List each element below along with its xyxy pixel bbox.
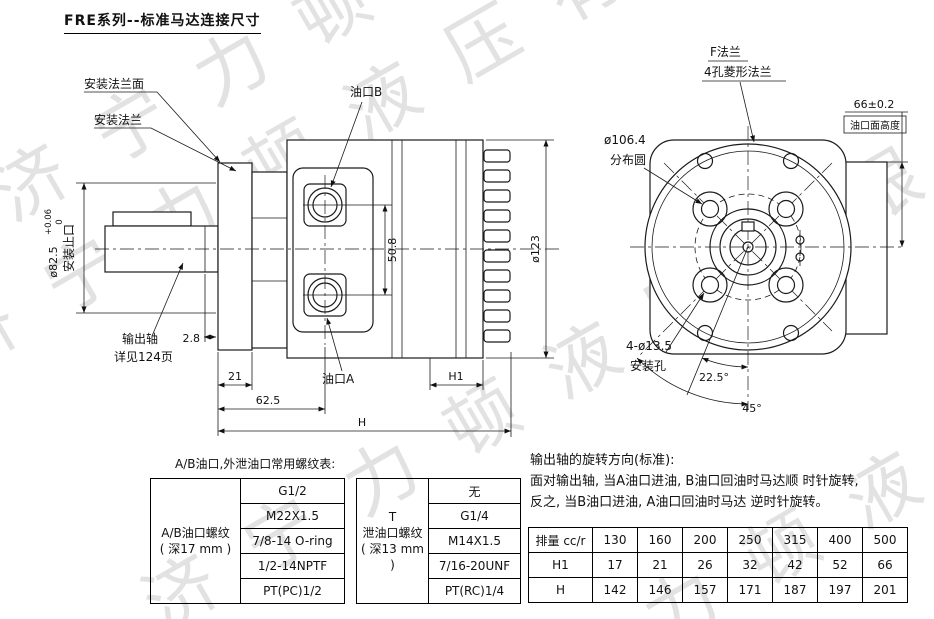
t-port-thread-table: T 泄油口螺纹 ( 深13 mm ) 无 G1/4 M14X1.5 7/16-2… <box>356 478 521 604</box>
port-a-label: 油口A <box>322 372 355 386</box>
t-thread-name-line1: T <box>388 510 397 524</box>
mounting-holes-name-label: 安装孔 <box>630 358 666 373</box>
dim-82-5-tol-zero: 0 <box>55 219 65 224</box>
t-thread-option: 无 <box>428 478 521 504</box>
page-title: FRE系列--标准马达连接尺寸 <box>64 10 261 34</box>
t-thread-option: 7/16-20UNF <box>428 553 521 579</box>
output-shaft-label-line1: 输出轴 <box>122 331 158 346</box>
f-flange-label-line1: F法兰 <box>710 45 741 59</box>
cover-bolt <box>782 152 800 170</box>
shaft-key <box>112 211 192 227</box>
ab-thread-option: PT(PC)1/2 <box>240 578 345 604</box>
mounting-holes-dim-label: 4-ø13.5 <box>626 339 672 353</box>
port-face-height-label: 油口面高度 <box>850 119 900 132</box>
displacement-value: 160 <box>637 527 683 553</box>
thread-table-caption: A/B油口,外泄油口常用螺纹表: <box>175 457 336 471</box>
t-thread-name-cell: T 泄油口螺纹 ( 深13 mm ) <box>356 478 429 604</box>
ab-thread-option: M22X1.5 <box>240 503 345 529</box>
mounting-flange <box>217 162 253 351</box>
displacement-value: 315 <box>772 527 818 553</box>
ab-thread-option: G1/2 <box>240 478 345 504</box>
displacement-value: 250 <box>727 527 773 553</box>
h1-value: 42 <box>772 552 818 578</box>
port-plate <box>292 167 374 333</box>
mounting-hole <box>776 199 796 219</box>
dim-2-8-label: 2.8 <box>183 332 201 345</box>
dim-h1-label: H1 <box>448 370 463 383</box>
side-port-block <box>844 161 888 335</box>
bolt-circle <box>694 193 802 301</box>
cover-bolt <box>782 324 800 342</box>
end-cap-ribs <box>483 149 511 343</box>
h-value: 146 <box>637 577 683 603</box>
f-flange-label-line2: 4孔菱形法兰 <box>704 65 772 79</box>
ab-thread-option: 7/8-14 O-ring <box>240 528 345 554</box>
h1-value: 32 <box>727 552 773 578</box>
h1-value: 26 <box>682 552 728 578</box>
h1-value: 17 <box>592 552 638 578</box>
h-value: 187 <box>772 577 818 603</box>
displacement-value: 200 <box>682 527 728 553</box>
dim-62-5-label: 62.5 <box>256 394 281 407</box>
displacement-value: 500 <box>862 527 908 553</box>
rotation-note-line2: 反之, 当B油口进油, A油口回油时马达 逆时针旋转。 <box>530 495 829 510</box>
h-value: 197 <box>817 577 863 603</box>
mounting-flange-label: 安装法兰 <box>94 112 142 127</box>
ab-thread-name-line2: ( 深17 mm ) <box>159 542 232 556</box>
h-value: 201 <box>862 577 908 603</box>
rotation-direction-note: 输出轴的旋转方向(标准): 面对输出轴, 当A油口进油, B油口回油时马达顺 时… <box>530 450 920 513</box>
h-value: 157 <box>682 577 728 603</box>
dim-123-label: ø123 <box>529 235 542 263</box>
mounting-hole <box>700 275 720 295</box>
t-thread-name-line2: 泄油口螺纹 <box>362 526 423 540</box>
spigot-label: 安装止口 <box>61 224 76 272</box>
row-label: H1 <box>528 552 593 578</box>
row-label: H <box>528 577 593 603</box>
cover-bolt <box>696 152 714 170</box>
h-value: 171 <box>727 577 773 603</box>
h1-value: 52 <box>817 552 863 578</box>
row-label: 排量 cc/r <box>528 527 593 553</box>
table-row: 排量 cc/r 130 160 200 250 315 400 500 <box>528 527 908 553</box>
bolt-circle-dia-label: ø106.4 <box>604 133 646 147</box>
t-thread-name-line3: ( 深13 mm ) <box>361 542 424 572</box>
dim-82-5-tol-plus: +0.06 <box>44 209 54 235</box>
dim-21-label: 21 <box>228 370 242 383</box>
ab-port-thread-table: A/B油口螺纹 ( 深17 mm ) G1/2 M22X1.5 7/8-14 O… <box>150 478 345 604</box>
front-view-drawing: 22.5° 45° F法兰 4孔菱形法兰 ø106.4 分布圆 4-ø13.5 … <box>604 45 908 415</box>
bolt-circle-name-label: 分布圆 <box>610 153 646 167</box>
ab-thread-name-line1: A/B油口螺纹 <box>161 526 230 540</box>
ab-thread-name-cell: A/B油口螺纹 ( 深17 mm ) <box>150 478 241 604</box>
displacement-value: 400 <box>817 527 863 553</box>
displacement-dimension-table: 排量 cc/r 130 160 200 250 315 400 500 H1 1… <box>528 527 908 603</box>
dim-h-label: H <box>358 416 366 429</box>
rotation-note-heading: 输出轴的旋转方向(标准): <box>530 453 675 468</box>
h-value: 142 <box>592 577 638 603</box>
mounting-hole <box>700 199 720 219</box>
port-b-label: 油口B <box>350 85 382 99</box>
table-row: H1 17 21 26 32 42 52 66 <box>528 552 908 578</box>
displacement-value: 130 <box>592 527 638 553</box>
dim-50-8-label: 50.8 <box>386 238 399 263</box>
t-thread-option: PT(RC)1/4 <box>428 578 521 604</box>
t-thread-option: M14X1.5 <box>428 528 521 554</box>
mounting-flange-face-label: 安装法兰面 <box>84 76 144 91</box>
dim-66-label: 66±0.2 <box>854 98 895 111</box>
angle-22-5-label: 22.5° <box>699 371 729 384</box>
h1-value: 21 <box>637 552 683 578</box>
table-row: H 142 146 157 171 187 197 201 <box>528 577 908 603</box>
body-neck <box>251 171 288 349</box>
mounting-hole <box>776 275 796 295</box>
rotation-note-line1: 面对输出轴, 当A油口进油, B油口回油时马达顺 时针旋转, <box>530 474 859 489</box>
h1-value: 66 <box>862 552 908 578</box>
dim-82-5-label: ø82.5 <box>47 246 60 277</box>
angle-45-label: 45° <box>742 402 762 415</box>
output-shaft-label-line2: 详见124页 <box>114 349 173 364</box>
t-thread-option: G1/4 <box>428 503 521 529</box>
keyway <box>741 221 755 232</box>
side-view-drawing: 50.8 ø123 ø82.5 +0.06 0 安装止口 2.8 <box>44 76 560 437</box>
ab-thread-option: 1/2-14NPTF <box>240 553 345 579</box>
